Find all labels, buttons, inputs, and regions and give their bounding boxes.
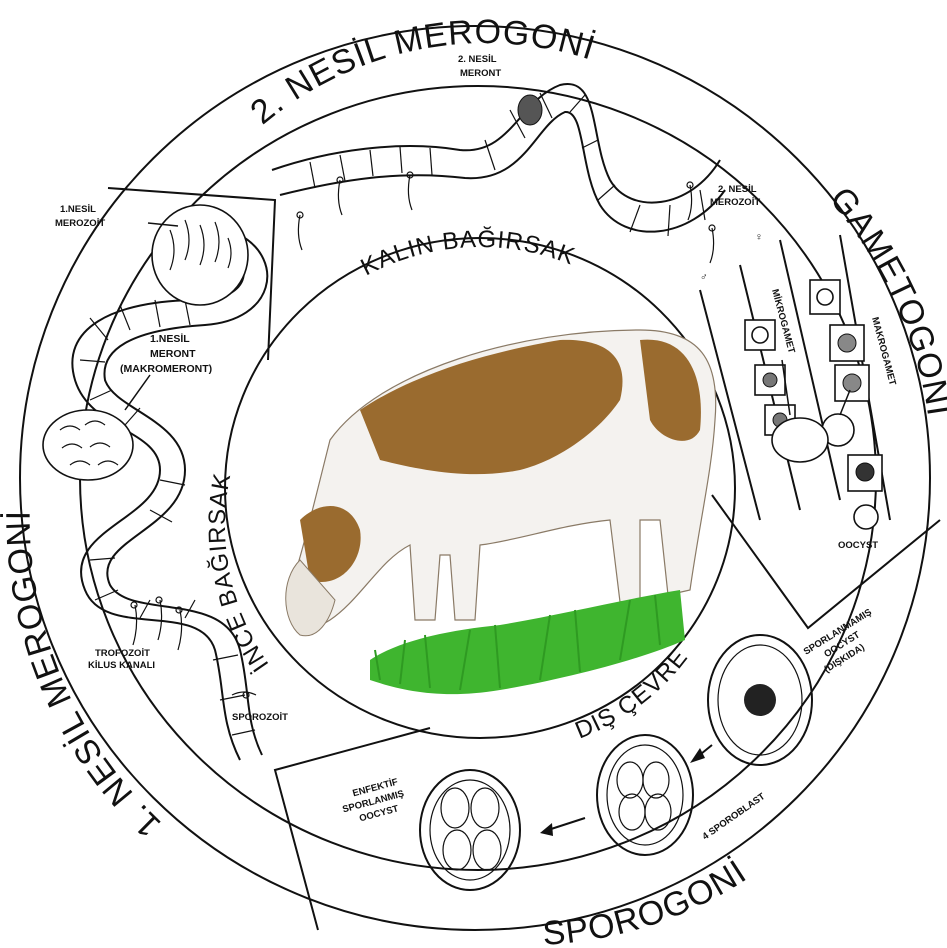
calf-illustration (286, 330, 716, 636)
macromeront-oval (43, 410, 133, 480)
microgamete-cluster (772, 418, 828, 462)
small-intestine-tube (72, 235, 267, 760)
meront-1-label-line1: 1.NESİL (150, 332, 190, 345)
divider-bottom-left (275, 728, 430, 930)
trophozoite-label-line1: TROFOZOİT (95, 648, 150, 659)
unsporulated-oocyst-label: SPORLANMAMIŞ OOCYST (DIŞKIDA) (802, 607, 888, 680)
large-intestine-tube (272, 84, 725, 236)
stage-sporogony: SPOROGONİ (541, 853, 753, 948)
sporoblast-label: 4 SPOROBLAST (700, 791, 767, 843)
oocyst-label: OOCYST (838, 540, 878, 551)
merozoite-1-label: 1.NESİL MEROZOİT (55, 204, 105, 229)
merozoite-1-label-line1: 1.NESİL (60, 204, 96, 215)
female-symbol-icon: ♀ (755, 231, 763, 243)
four-sporoblast-oocyst (597, 735, 693, 855)
stage-merogony-1: 1. NESİL MEROGONİ (0, 510, 168, 845)
infective-oocyst (420, 770, 520, 890)
trophozoite-label: TROFOZOİT KİLUS KANALI (88, 648, 155, 671)
region-large-intestine: KALIN BAĞIRSAK (357, 226, 579, 281)
sporozoite-label: SPOROZOİT (232, 712, 288, 723)
meront-2-label: 2. NESİL MERONT (458, 54, 501, 79)
meront-1-label-line3: (MAKROMERONT) (120, 363, 212, 375)
meront-1-label-line2: MERONT (150, 348, 196, 360)
merozoite-2-label-line2: MEROZOİT (710, 197, 760, 208)
merozoite-1-cluster (152, 205, 248, 305)
merozoite-2-label-line1: 2. NESİL (718, 184, 757, 195)
gametogony-epithelium (700, 235, 890, 529)
meront-2-label-line2: MERONT (460, 68, 501, 79)
trophozoite-label-line2: KİLUS KANALI (88, 660, 155, 671)
divider-right (712, 495, 940, 628)
merozoite-1-label-line2: MEROZOİT (55, 218, 105, 229)
macrogamete-label: MAKROGAMET (869, 316, 898, 387)
stage-merogony-2: 2. NESİL MEROGONİ (243, 13, 600, 132)
infective-oocyst-label: ENFEKTİF SPORLANMIŞ OOCYST (338, 776, 409, 828)
meront-2-label-line1: 2. NESİL (458, 54, 497, 65)
merozoite-2-label: 2. NESİL MEROZOİT (710, 184, 760, 208)
male-symbol-icon: ♂ (700, 271, 708, 283)
meront-2-cell (518, 95, 542, 125)
